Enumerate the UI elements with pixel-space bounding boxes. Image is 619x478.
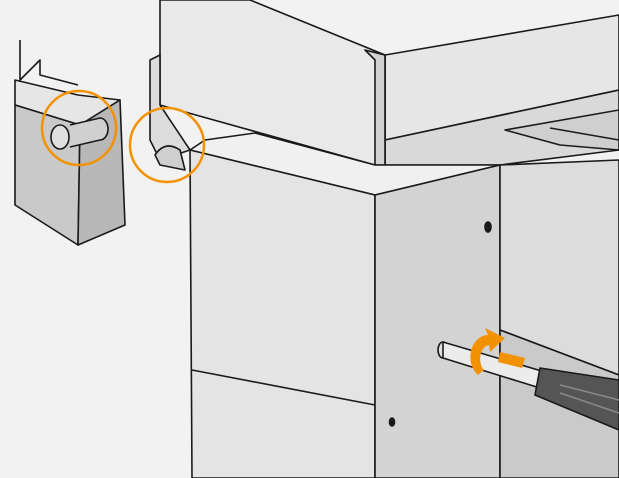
bracket-pin [50, 124, 70, 150]
left-bracket [14, 40, 126, 246]
main-box [128, 106, 619, 478]
slot-highlight-circle [128, 106, 206, 184]
screw-hole [388, 417, 396, 427]
back-rail [384, 14, 619, 166]
rotate-arrow-icon [470, 328, 525, 375]
screw-hole [484, 221, 492, 233]
pin-highlight-circle [40, 89, 118, 167]
screwdriver-icon [437, 341, 619, 431]
